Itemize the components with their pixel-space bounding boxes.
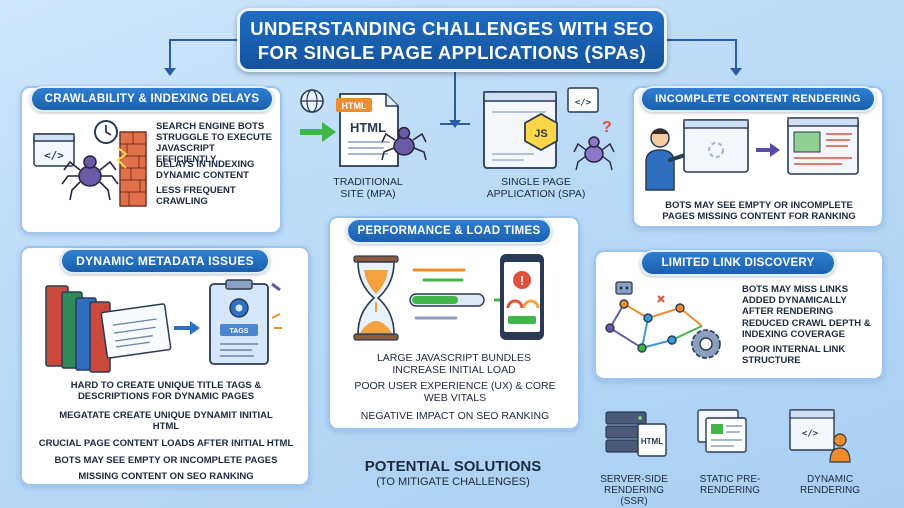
spider-icon: [381, 126, 427, 161]
code-glyph: </>: [575, 98, 592, 108]
js-hexagon-icon: JS: [524, 112, 558, 152]
server-stack-icon: HTML: [605, 411, 667, 457]
pencil-icon: [271, 282, 281, 292]
spa-label: SINGLE PAGE APPLICATION (SPA): [486, 176, 586, 200]
robot-icon: [615, 281, 633, 295]
metadata-bullet-5: MISSING CONTENT ON SEO RANKING: [78, 471, 254, 482]
crawl-bullet-2: DELAYS IN INDEXING DYNAMIC CONTENT: [156, 159, 255, 181]
links-bullet-3: POOR INTERNAL LINK STRUCTURE: [742, 344, 846, 366]
gear-icon: [691, 329, 721, 359]
js-badge: JS: [534, 128, 547, 140]
crawler-illustration: </>: [33, 120, 147, 207]
speed-lines: [412, 268, 466, 282]
books-icon: [45, 285, 111, 373]
html-page-text: HTML: [350, 120, 386, 135]
main-title: UNDERSTANDING CHALLENGES WITH SEO FOR SI…: [237, 8, 667, 72]
dynamic-rendering-icon: </>: [789, 409, 851, 463]
incomplete-heading: INCOMPLETE CONTENT RENDERING: [640, 86, 876, 112]
links-heading: LIMITED LINK DISCOVERY: [640, 250, 836, 276]
incomplete-text: BOTS MAY SEE EMPTY OR INCOMPLETE PAGES M…: [662, 200, 856, 222]
globe-icon: [300, 89, 324, 113]
metadata-bullet-2: MEGATATE CREATE UNIQUE DYNAMIT INITIAL H…: [59, 410, 273, 432]
ssr-html-badge: HTML: [641, 437, 663, 446]
tags-label: TAGS: [230, 328, 249, 335]
clipboard-icon: TAGS: [209, 279, 269, 365]
link-graph-illustration: [605, 281, 721, 359]
html-document-icon: HTML HTML: [336, 93, 399, 167]
gauge-icon: [506, 299, 540, 309]
performance-bullet-1: LARGE JAVASCRIPT BUNDLES INCREASE INITIA…: [376, 352, 532, 376]
performance-bullet-2: POOR USER EXPERIENCE (UX) & CORE WEB VIT…: [354, 380, 556, 404]
dynamic-code-glyph: </>: [802, 429, 819, 439]
solution-ssr: SERVER-SIDE RENDERING (SSR): [600, 474, 668, 507]
solutions-heading: POTENTIAL SOLUTIONS: [364, 458, 542, 475]
clock-icon: [94, 120, 118, 144]
title-line-2: FOR SINGLE PAGE APPLICATIONS (SPAs): [257, 42, 647, 63]
brick-wall-icon: [116, 131, 147, 207]
svg-text:</>: </>: [44, 149, 64, 162]
gear-icon: [229, 298, 249, 318]
links-bullet-1: BOTS MAY MISS LINKS ADDED DYNAMICALLY AF…: [742, 284, 849, 317]
spider-icon: [573, 136, 615, 171]
crawl-bullet-3: LESS FREQUENT CRAWLING: [156, 185, 236, 207]
empty-page-icon: [683, 119, 749, 173]
metadata-bullet-1: HARD TO CREATE UNIQUE TITLE TAGS & DESCR…: [70, 380, 262, 402]
rendering-illustration: [645, 117, 859, 191]
solutions-subheading: (TO MITIGATE CHALLENGES): [376, 476, 530, 488]
mpa-label: TRADITIONAL SITE (MPA): [333, 176, 403, 200]
arrow-right-icon: [300, 122, 336, 142]
metadata-bullet-3: CRUCIAL PAGE CONTENT LOADS AFTER INITIAL…: [38, 438, 294, 449]
metadata-heading: DYNAMIC METADATA ISSUES: [60, 248, 270, 274]
document-card-icon: [100, 303, 172, 359]
alert-glyph: !: [520, 273, 524, 288]
x-mark-icon: [657, 295, 665, 303]
users-icon: [829, 433, 851, 463]
mpa-spa-illustration: HTML HTML </> JS ?: [300, 87, 615, 171]
solution-static: STATIC PRE-RENDERING: [699, 474, 761, 496]
metadata-bullet-4: BOTS MAY SEE EMPTY OR INCOMPLETE PAGES: [54, 455, 278, 466]
spider-icon: [61, 155, 119, 201]
full-page-icon: [787, 117, 859, 175]
code-window-icon: </>: [567, 87, 599, 113]
crawlability-heading: CRAWLABILITY & INDEXING DELAYS: [30, 86, 274, 112]
performance-heading: PERFORMANCE & LOAD TIMES: [346, 218, 552, 244]
crawl-bullet-1: SEARCH ENGINE BOTS STRUGGLE TO EXECUTE J…: [156, 121, 272, 165]
smartphone-icon: !: [500, 254, 544, 340]
arrow-right-icon: [174, 321, 200, 335]
links-bullet-2: REDUCED CRAWL DEPTH & INDEXING COVERAGE: [742, 318, 871, 340]
title-line-1: UNDERSTANDING CHALLENGES WITH SEO: [250, 18, 654, 39]
static-pages-icon: [697, 409, 747, 453]
solutions-icons: HTML </>: [605, 409, 851, 463]
arrow-right-icon: [756, 143, 780, 157]
html-badge: HTML: [342, 101, 367, 111]
hourglass-icon: [353, 255, 399, 341]
metadata-illustration: TAGS: [45, 279, 282, 373]
progress-bar: [409, 293, 502, 307]
person-icon: [645, 128, 690, 191]
solution-dynamic: DYNAMIC RENDERING: [799, 474, 860, 496]
performance-illustration: !: [353, 254, 544, 341]
performance-bullet-3: NEGATIVE IMPACT ON SEO RANKING: [360, 410, 550, 422]
question-mark: ?: [602, 119, 612, 136]
